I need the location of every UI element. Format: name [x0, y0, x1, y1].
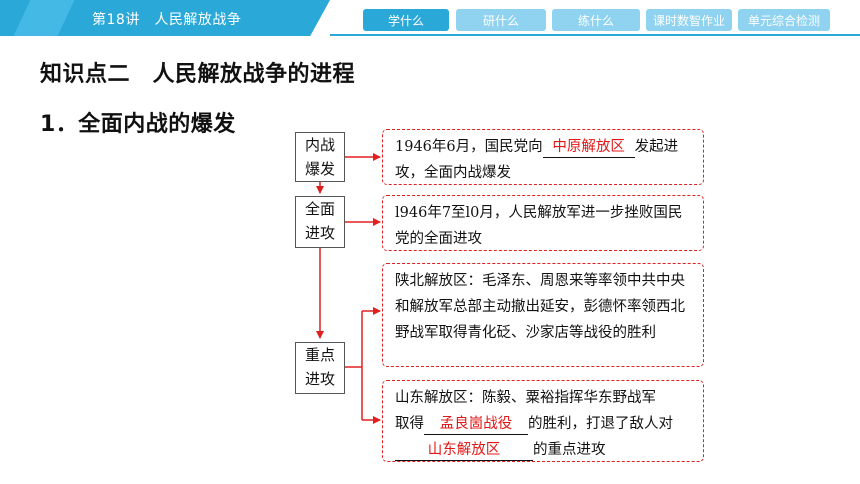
- box4-pre2: 取得: [395, 416, 424, 432]
- page-title: 知识点二 人民解放战争的进程: [40, 62, 356, 87]
- blank-menglianggu: 孟良崮战役: [424, 414, 528, 435]
- box3-text: 陕北解放区：毛泽东、周恩来等率领中共中央和解放军总部主动撤出延安，彭德怀率领西北…: [395, 273, 685, 341]
- box-shandong: 山东解放区：陈毅、粟裕指挥华东野战军 取得孟良崮战役的胜利，打退了敌人对 山东解…: [382, 380, 704, 462]
- stage-label-line1: 全面: [304, 200, 335, 218]
- box4-post2: 的胜利，打退了敌人对: [528, 416, 673, 432]
- lesson-title: 第18讲 人民解放战争: [92, 12, 242, 28]
- box4-post3: 的重点进攻: [533, 442, 606, 458]
- box4-line1: 山东解放区：陈毅、粟裕指挥华东野战军: [395, 390, 656, 406]
- box2-text: l946年7至l0月，人民解放军进一步挫败国民党的全面进攻: [395, 205, 683, 247]
- box4-line3: 山东解放区 的重点进攻: [395, 437, 695, 463]
- box-full-offensive: l946年7至l0月，人民解放军进一步挫败国民党的全面进攻: [382, 195, 704, 251]
- top-divider: [330, 34, 860, 36]
- stage-label-line1: 重点: [304, 346, 335, 364]
- lesson-tab: [0, 0, 330, 36]
- box1-text-before: 1946年6月，国民党向: [395, 139, 543, 155]
- answer-menglianggu: 孟良崮战役: [439, 416, 513, 432]
- box4-line2: 取得孟良崮战役的胜利，打退了敌人对: [395, 411, 695, 437]
- blank-central-plains: 中原解放区: [542, 137, 635, 158]
- top-bar: 第18讲 人民解放战争 学什么 研什么 练什么 课时数智作业 单元综合检测: [0, 0, 860, 36]
- stage-label-line2: 进攻: [304, 370, 335, 388]
- box-outbreak: 1946年6月，国民党向中原解放区发起进攻，全面内战爆发: [382, 129, 704, 185]
- stage-label-line1: 内战: [304, 136, 335, 154]
- blank-shandong: 山东解放区: [395, 440, 533, 461]
- tab-decoration: [13, 0, 75, 36]
- nav-learn-button[interactable]: 学什么: [363, 9, 449, 31]
- answer-central-plains: 中原解放区: [552, 139, 625, 155]
- stage-label-line2: 进攻: [304, 224, 335, 242]
- answer-shandong: 山东解放区: [427, 442, 501, 458]
- stage-focused-offensive: 重点 进攻: [295, 342, 345, 394]
- stage-full-offensive: 全面 进攻: [295, 196, 345, 248]
- nav-homework-button[interactable]: 课时数智作业: [646, 9, 732, 31]
- box1-text-after: 发起进攻，全面内战爆发: [395, 139, 679, 181]
- section-subtitle: 1．全面内战的爆发: [40, 112, 236, 137]
- stage-civil-war-outbreak: 内战 爆发: [295, 132, 345, 182]
- nav-practice-button[interactable]: 练什么: [552, 9, 640, 31]
- stage-label-line2: 爆发: [304, 160, 335, 178]
- nav-study-button[interactable]: 研什么: [456, 9, 546, 31]
- nav-unit-test-button[interactable]: 单元综合检测: [738, 9, 830, 31]
- box-shaanbei: 陕北解放区：毛泽东、周恩来等率领中共中央和解放军总部主动撤出延安，彭德怀率领西北…: [382, 263, 704, 367]
